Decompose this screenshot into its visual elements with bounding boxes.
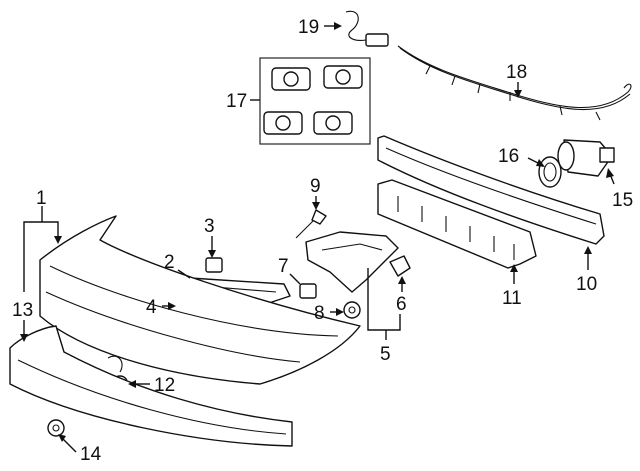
callout-5: 5 xyxy=(380,344,391,365)
callout-3: 3 xyxy=(204,216,215,237)
sensor-bracket xyxy=(263,111,303,135)
part-18-parking-sensor-harness xyxy=(397,45,632,121)
leader-lines xyxy=(20,22,615,453)
sensor-bracket xyxy=(323,65,363,89)
part-13-lower-valance xyxy=(9,325,293,447)
part-5-bumper-bracket xyxy=(305,231,399,293)
part-7-clip xyxy=(299,283,317,299)
callout-6: 6 xyxy=(396,294,407,315)
part-19-harness-connector xyxy=(345,10,389,47)
callout-15: 15 xyxy=(612,190,633,211)
callout-4: 4 xyxy=(146,297,157,318)
sensor-bracket xyxy=(313,111,353,135)
part-16-sensor-retainer-ring xyxy=(538,156,562,188)
part-17-sensor-brackets xyxy=(259,57,371,145)
callout-14: 14 xyxy=(80,444,102,465)
callout-11: 11 xyxy=(502,288,522,309)
callout-17: 17 xyxy=(226,91,247,112)
part-9-rivet xyxy=(295,209,327,239)
part-1-bumper-cover xyxy=(39,215,361,385)
part-10-impact-bar xyxy=(377,135,605,245)
callout-2: 2 xyxy=(164,252,175,273)
part-15-parking-sensor xyxy=(557,139,615,177)
part-3-nut-clip xyxy=(205,257,223,273)
callout-13: 13 xyxy=(12,300,33,321)
part-11-energy-absorber xyxy=(377,179,537,269)
callout-18: 18 xyxy=(506,62,527,83)
part-14-push-pin xyxy=(47,419,65,437)
part-6-bracket-clip xyxy=(389,255,411,277)
callout-labels: 1 2 3 4 5 6 7 8 9 10 11 12 13 14 15 16 1… xyxy=(12,17,633,465)
part-8-push-pin xyxy=(343,301,361,319)
callout-1: 1 xyxy=(36,188,47,209)
sensor-bracket xyxy=(271,67,311,91)
callout-8: 8 xyxy=(314,303,325,324)
callout-9: 9 xyxy=(310,176,321,197)
callout-7: 7 xyxy=(278,256,289,277)
callout-12: 12 xyxy=(154,375,175,396)
callout-16: 16 xyxy=(498,146,519,167)
callout-19: 19 xyxy=(298,17,319,38)
callout-10: 10 xyxy=(576,274,597,295)
